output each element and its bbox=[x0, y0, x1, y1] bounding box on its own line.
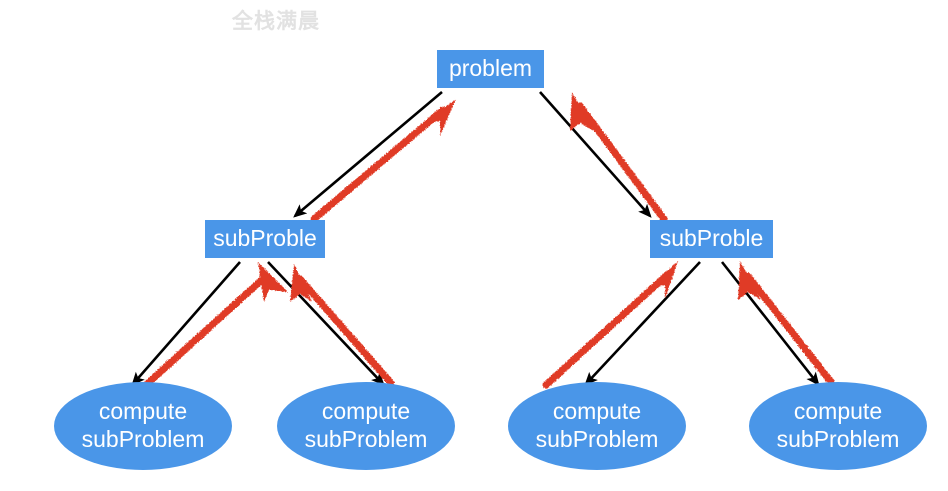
node-sub-right-label: subProble bbox=[660, 225, 764, 251]
node-sub-left-shape bbox=[205, 220, 325, 258]
node-leaf-4-label-line2: subProblem bbox=[777, 426, 900, 452]
down-edge-sub-right-to-leaf-4 bbox=[720, 261, 820, 386]
node-leaf-4-label-line1: compute bbox=[794, 398, 882, 424]
watermark-label: 全栈满晨 bbox=[231, 9, 320, 33]
node-leaf-2-shape bbox=[277, 382, 455, 470]
node-problem[interactable]: problem bbox=[437, 50, 544, 88]
node-leaf-1-shape bbox=[54, 382, 232, 470]
down-edge-sub-right-to-leaf-3 bbox=[584, 261, 701, 386]
node-sub-right-shape bbox=[650, 220, 773, 258]
node-leaf-1[interactable]: compute subProblem bbox=[54, 382, 232, 470]
down-edge-sub-left-to-leaf-1 bbox=[131, 261, 241, 386]
down-edge-sub-left-to-leaf-2 bbox=[267, 261, 385, 386]
node-leaf-3-label-line1: compute bbox=[553, 398, 641, 424]
node-problem-shape bbox=[437, 50, 544, 88]
down-edge-root-to-sub-right bbox=[539, 91, 652, 218]
node-leaf-3-shape bbox=[508, 382, 686, 470]
up-edge-sub-left-to-root bbox=[310, 99, 456, 223]
up-edge-group bbox=[142, 92, 835, 389]
node-leaf-1-label-line1: compute bbox=[99, 398, 187, 424]
node-problem-label: problem bbox=[449, 55, 532, 81]
node-sub-left[interactable]: subProble bbox=[205, 220, 325, 258]
down-edge-root-to-sub-left bbox=[293, 91, 443, 218]
node-leaf-4-shape bbox=[749, 382, 927, 470]
node-leaf-1-label-line2: subProblem bbox=[82, 426, 205, 452]
node-leaf-2[interactable]: compute subProblem bbox=[277, 382, 455, 470]
node-leaf-2-label-line2: subProblem bbox=[305, 426, 428, 452]
up-edge-leaf-1-to-sub-left bbox=[142, 262, 288, 389]
node-leaf-3-label-line2: subProblem bbox=[536, 426, 659, 452]
node-leaf-3[interactable]: compute subProblem bbox=[508, 382, 686, 470]
up-edge-leaf-4-to-sub-right bbox=[738, 261, 835, 386]
node-leaf-4[interactable]: compute subProblem bbox=[749, 382, 927, 470]
node-leaf-2-label-line1: compute bbox=[322, 398, 410, 424]
down-edge-group bbox=[131, 91, 820, 386]
up-edge-sub-right-to-root bbox=[570, 92, 668, 223]
up-edge-leaf-2-to-sub-left bbox=[290, 264, 395, 387]
node-sub-right[interactable]: subProble bbox=[650, 220, 773, 258]
up-edge-leaf-3-to-sub-right bbox=[542, 261, 678, 389]
node-sub-left-label: subProble bbox=[213, 225, 317, 251]
